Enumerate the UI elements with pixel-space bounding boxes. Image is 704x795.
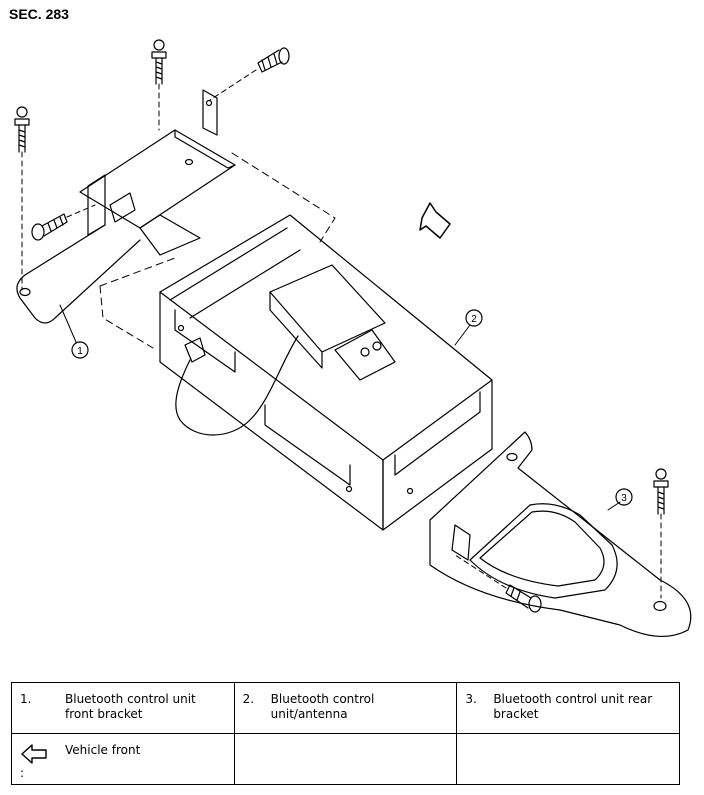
vehicle-front-arrow-icon — [21, 744, 47, 764]
legend-table: 1. Bluetooth control unit front bracket … — [11, 682, 680, 785]
legend-text-3: Bluetooth control unit rear bracket — [493, 692, 653, 721]
bolt-rear-bracket — [454, 554, 542, 613]
legend-cell-2: 2. Bluetooth control unit/antenna — [233, 682, 458, 734]
bolt-top-center — [151, 39, 167, 131]
bolt-horizontal-left — [31, 204, 96, 241]
callout-2: 2 — [465, 309, 483, 327]
legend-symbol-colon: : — [20, 766, 25, 780]
legend-cell-empty-2 — [456, 733, 680, 785]
front-bracket — [16, 89, 236, 324]
svg-text:1: 1 — [77, 346, 83, 357]
legend-number-3: 3. — [465, 692, 477, 706]
dashed-outline — [99, 152, 336, 349]
callout-leaders — [59, 304, 621, 511]
legend-text-1: Bluetooth control unit front bracket — [65, 692, 196, 721]
rear-bracket — [429, 431, 692, 638]
antenna-module — [175, 264, 396, 436]
bolt-top-left — [14, 106, 30, 291]
vehicle-front-arrow-icon — [419, 202, 451, 239]
svg-text:3: 3 — [621, 493, 627, 504]
svg-text:2: 2 — [471, 314, 477, 325]
section-label: SEC. 283 — [9, 6, 69, 22]
bolt-right — [653, 468, 669, 599]
control-unit — [159, 214, 493, 531]
exploded-view-diagram: 1 2 3 — [14, 39, 692, 638]
callout-1: 1 — [71, 341, 89, 359]
legend-number-1: 1. — [20, 692, 32, 706]
legend-cell-empty-1 — [233, 733, 458, 785]
legend-symbol-text: Vehicle front — [65, 743, 141, 757]
legend-cell-1: 1. Bluetooth control unit front bracket — [11, 682, 235, 734]
callout-3: 3 — [615, 488, 633, 506]
bolt-horizontal-top — [209, 47, 290, 101]
legend-text-2: Bluetooth control unit/antenna — [270, 692, 375, 721]
legend-cell-3: 3. Bluetooth control unit rear bracket — [456, 682, 680, 734]
legend-number-2: 2. — [242, 692, 255, 706]
legend-cell-symbol: : Vehicle front — [11, 733, 235, 785]
